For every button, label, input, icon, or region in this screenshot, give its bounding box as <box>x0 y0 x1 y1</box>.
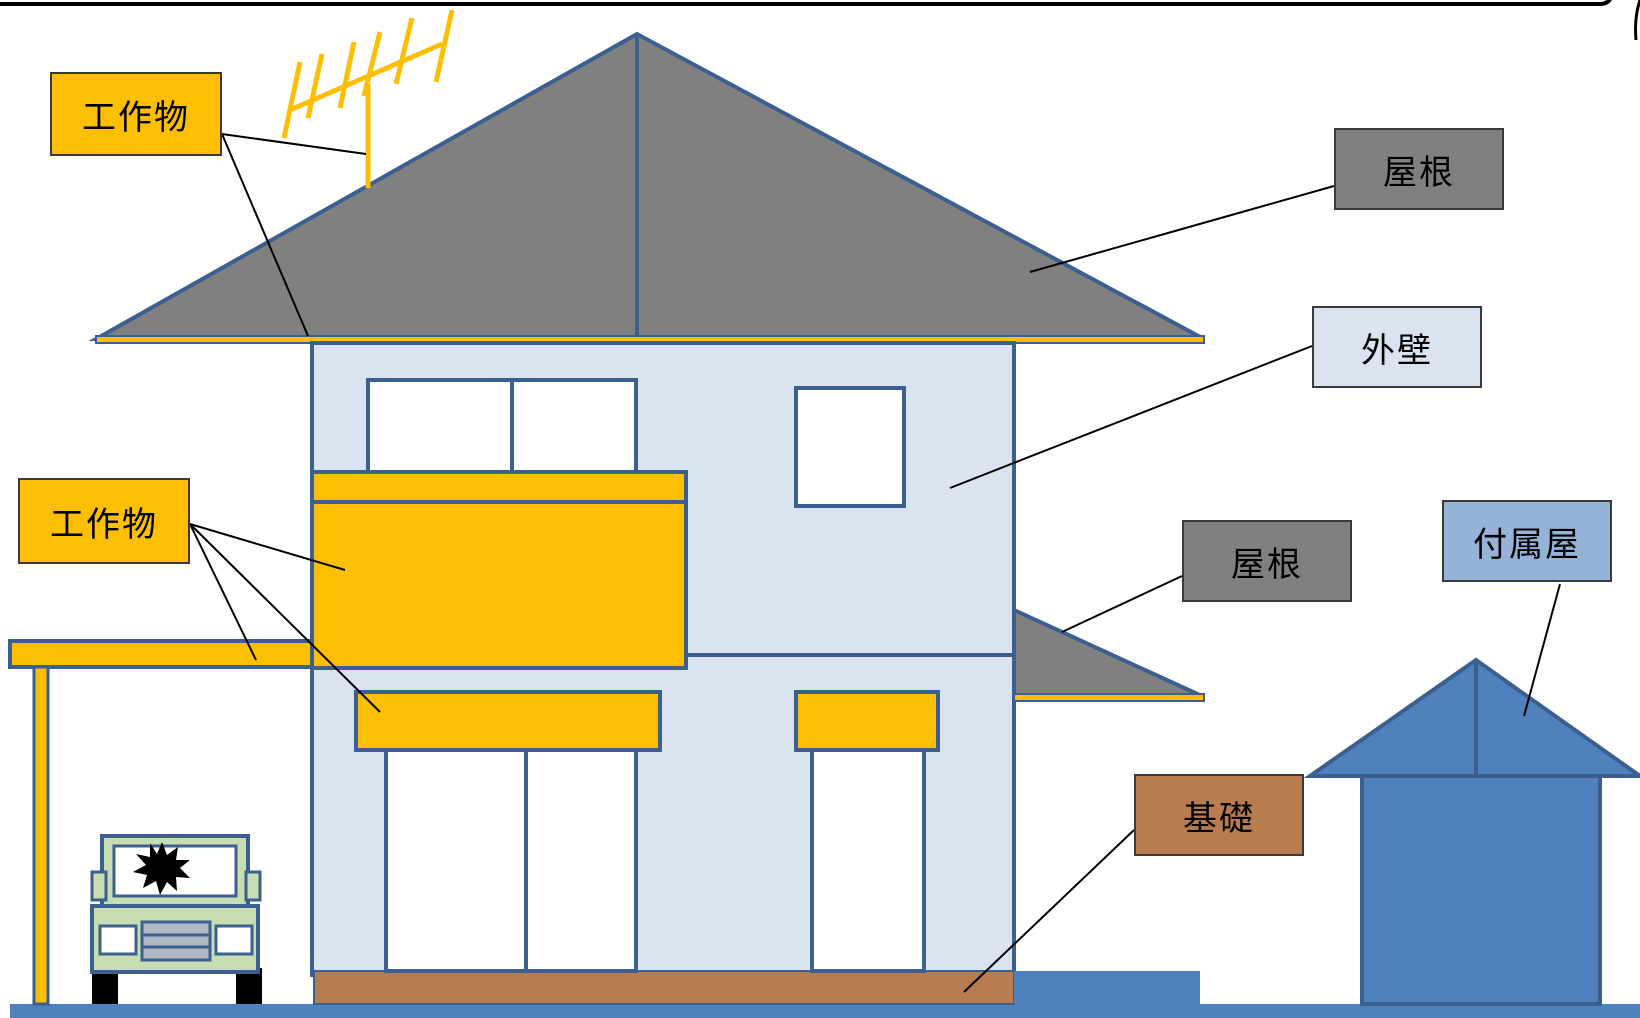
lower-door-left <box>384 748 528 973</box>
frame-right-bracket <box>1634 0 1640 41</box>
label-structure-top: 工作物 <box>50 72 222 156</box>
carport-post <box>32 665 50 1006</box>
foundation-extension <box>1014 971 1200 1004</box>
lower-roof-gutter <box>1013 693 1205 702</box>
frame-top-border <box>0 0 1612 6</box>
foundation-base <box>313 970 1015 1005</box>
leader-exterior-wall <box>949 345 1313 489</box>
leader-structure-top-antenna <box>221 133 367 155</box>
leader-structure-top-gutter <box>221 133 309 337</box>
leader-roof-lower <box>1061 575 1183 633</box>
leader-structure-left-carport <box>189 523 257 661</box>
leader-roof-main <box>1029 185 1335 273</box>
lower-awning-left <box>354 690 662 752</box>
leader-foundation <box>963 829 1135 993</box>
main-roof <box>88 31 1205 341</box>
label-roof-lower: 屋根 <box>1182 520 1352 602</box>
tv-antenna-icon <box>281 9 455 188</box>
leader-annex <box>1523 583 1561 717</box>
impact-burst-icon <box>133 842 190 895</box>
balcony-body <box>310 500 688 670</box>
annex-body <box>1360 774 1602 1006</box>
upper-window-small <box>794 386 906 508</box>
lower-door-right <box>810 748 926 973</box>
lower-awning-right <box>794 690 940 752</box>
label-foundation: 基礎 <box>1134 774 1304 856</box>
lower-roof <box>1012 606 1205 699</box>
label-roof-main: 屋根 <box>1334 128 1504 210</box>
balcony-rail <box>310 470 688 504</box>
leader-lines <box>189 133 1561 993</box>
leader-structure-left-balcony <box>189 523 346 571</box>
leader-structure-left-awning <box>189 523 381 713</box>
lower-door-center <box>524 748 638 973</box>
carport-roof <box>8 639 314 669</box>
ground-line <box>10 1004 1640 1018</box>
label-exterior-wall: 外壁 <box>1312 306 1482 388</box>
label-annex: 付属屋 <box>1442 500 1612 582</box>
label-structure-left: 工作物 <box>18 478 190 564</box>
